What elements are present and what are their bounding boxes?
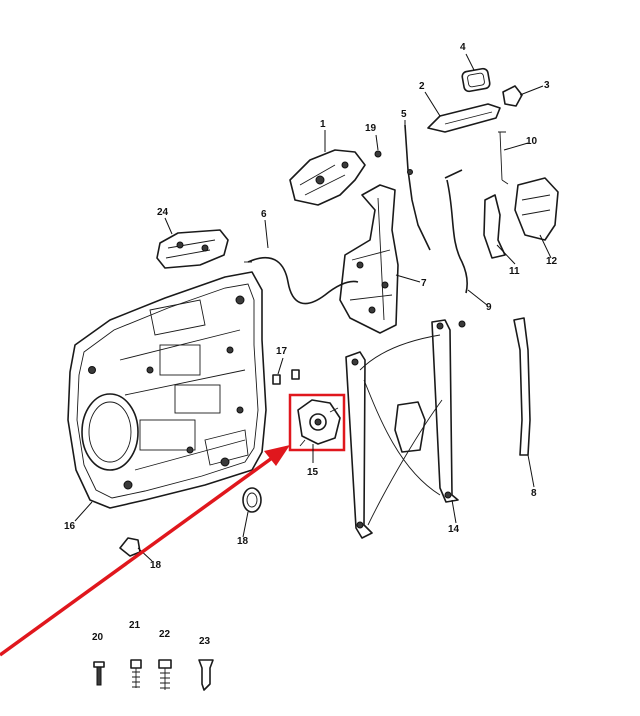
callout-5: 5 [401, 109, 407, 120]
callout-2: 2 [419, 81, 425, 92]
callout-3: 3 [544, 80, 550, 91]
callout-16: 16 [64, 521, 76, 532]
bolt-20[interactable] [93, 661, 105, 686]
callout-9: 9 [486, 302, 492, 313]
plug-18-lower[interactable] [119, 537, 141, 557]
callout-8: 8 [531, 488, 537, 499]
clip-19[interactable] [374, 150, 382, 158]
callout-21: 21 [129, 620, 141, 631]
exterior-door-handle[interactable] [427, 103, 501, 133]
window-regulator-motor[interactable] [297, 399, 341, 447]
rod-5[interactable] [404, 124, 431, 251]
callout-15: 15 [307, 467, 319, 478]
screw-22[interactable] [158, 659, 172, 690]
glass-run-channel[interactable] [513, 317, 531, 456]
door-inner-panel[interactable] [67, 271, 267, 509]
cable-9[interactable] [444, 169, 468, 294]
lock-actuator[interactable] [514, 177, 559, 241]
window-regulator[interactable] [345, 319, 466, 539]
interior-door-handle[interactable] [156, 229, 229, 269]
wire-bracket-10[interactable] [498, 131, 509, 185]
leader-lines [74, 53, 552, 562]
callout-7: 7 [421, 278, 427, 289]
callout-1: 1 [320, 119, 326, 130]
callout-17: 17 [276, 346, 288, 357]
callout-23: 23 [199, 636, 211, 647]
bracket-11[interactable] [483, 194, 506, 259]
module-bracket[interactable] [339, 184, 399, 334]
screw-21[interactable] [130, 659, 142, 688]
plug-18-upper[interactable] [242, 487, 262, 513]
handle-cap[interactable] [502, 85, 523, 107]
callout-labels: 1 2 3 4 5 6 7 8 9 10 11 12 14 15 16 17 1… [64, 42, 558, 647]
callout-12: 12 [546, 256, 558, 267]
latch-cable[interactable] [244, 256, 359, 305]
callout-22: 22 [159, 629, 171, 640]
pointer-arrow [0, 445, 290, 657]
nuts-17[interactable] [272, 369, 300, 385]
callout-10: 10 [526, 136, 538, 147]
callout-19: 19 [365, 123, 377, 134]
callout-24: 24 [157, 207, 169, 218]
handle-bezel[interactable] [461, 67, 491, 93]
callout-6: 6 [261, 209, 267, 220]
push-pin-23[interactable] [198, 659, 214, 691]
callout-4: 4 [460, 42, 466, 53]
callout-18-upper: 18 [237, 536, 249, 547]
callout-20: 20 [92, 632, 104, 643]
callout-11: 11 [509, 266, 520, 277]
highlight-box-15 [288, 393, 346, 452]
door-latch[interactable] [289, 149, 366, 206]
callout-14: 14 [448, 524, 460, 535]
callout-18-lower: 18 [150, 560, 162, 571]
